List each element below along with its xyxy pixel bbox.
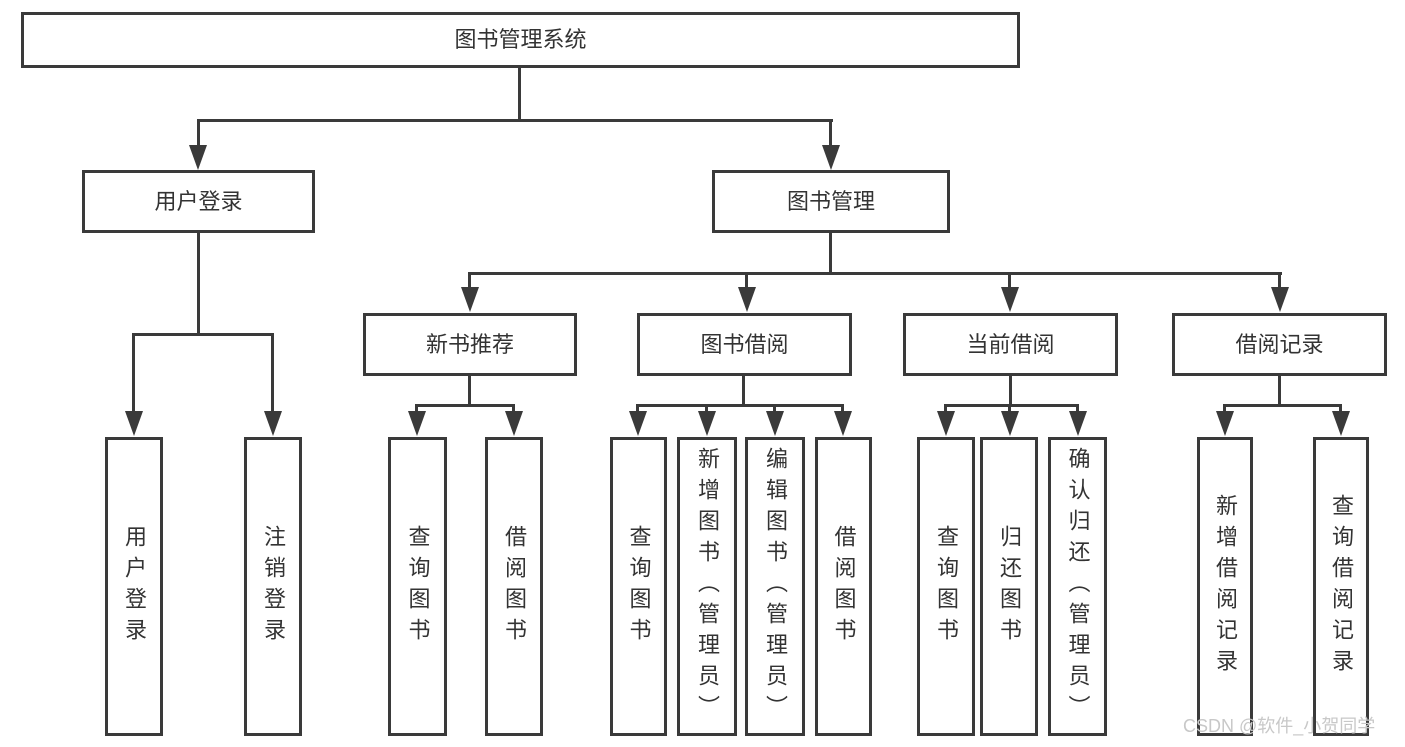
node-book-management: 图书管理 bbox=[712, 170, 950, 233]
leaf-borrow-query-book-label: 查询图书 bbox=[626, 524, 652, 649]
node-current-borrow-label: 当前借阅 bbox=[966, 331, 1055, 357]
connector-mgmt-drop bbox=[1008, 272, 1011, 289]
arrow-down-icon bbox=[629, 411, 647, 436]
leaf-add-borrow-record-label: 新增借阅记录 bbox=[1213, 493, 1238, 680]
connector-root-stem bbox=[518, 68, 521, 121]
leaf-logout-label: 注销登录 bbox=[261, 524, 286, 649]
arrow-down-icon bbox=[408, 411, 426, 436]
arrow-down-icon bbox=[1069, 411, 1087, 436]
node-new-book-recommend-label: 新书推荐 bbox=[425, 331, 514, 357]
connector-login-drop bbox=[132, 333, 135, 413]
arrow-down-icon bbox=[766, 411, 784, 436]
leaf-recommend-borrow-book: 借阅图书 bbox=[485, 437, 543, 736]
connector-current-split bbox=[944, 404, 1079, 407]
connector-records-stem bbox=[1278, 376, 1281, 407]
node-book-borrow-label: 图书借阅 bbox=[700, 331, 789, 357]
arrow-down-icon bbox=[264, 411, 282, 436]
connector-records-split bbox=[1223, 404, 1342, 407]
arrow-down-icon bbox=[189, 145, 207, 170]
arrow-down-icon bbox=[125, 411, 143, 436]
leaf-borrow-book: 借阅图书 bbox=[815, 437, 872, 736]
arrow-down-icon bbox=[834, 411, 852, 436]
leaf-return-book: 归还图书 bbox=[980, 437, 1038, 736]
leaf-borrow-book-label: 借阅图书 bbox=[831, 524, 857, 649]
arrow-down-icon bbox=[1332, 411, 1350, 436]
csdn-watermark: CSDN @软件_小贺同学 bbox=[1183, 716, 1376, 736]
leaf-query-borrow-record: 查询借阅记录 bbox=[1313, 437, 1369, 736]
arrow-down-icon bbox=[1001, 411, 1019, 436]
arrow-down-icon bbox=[937, 411, 955, 436]
leaf-recommend-borrow-book-label: 借阅图书 bbox=[502, 524, 527, 649]
node-new-book-recommend: 新书推荐 bbox=[363, 313, 577, 376]
connector-login-stem bbox=[197, 233, 200, 336]
arrow-down-icon bbox=[1216, 411, 1234, 436]
node-root-label: 图书管理系统 bbox=[454, 27, 587, 52]
leaf-borrow-query-book: 查询图书 bbox=[610, 437, 667, 736]
connector-borrow-drop bbox=[705, 404, 708, 413]
leaf-return-book-label: 归还图书 bbox=[997, 524, 1022, 649]
leaf-edit-book-admin: 编辑图书（管理员） bbox=[745, 437, 805, 736]
connector-borrow-drop bbox=[841, 404, 844, 413]
connector-mgmt-drop bbox=[745, 272, 748, 289]
arrow-down-icon bbox=[822, 145, 840, 170]
arrow-down-icon bbox=[738, 287, 756, 312]
node-user-login: 用户登录 bbox=[82, 170, 315, 233]
leaf-current-query-book-label: 查询图书 bbox=[934, 524, 959, 649]
arrow-down-icon bbox=[461, 287, 479, 312]
node-user-login-label: 用户登录 bbox=[154, 188, 243, 214]
node-current-borrow: 当前借阅 bbox=[903, 313, 1118, 376]
leaf-user-login: 用户登录 bbox=[105, 437, 163, 736]
connector-borrow-split bbox=[636, 404, 844, 407]
leaf-add-book-admin-label: 新增图书（管理员） bbox=[695, 447, 720, 726]
arrow-down-icon bbox=[505, 411, 523, 436]
leaf-logout: 注销登录 bbox=[244, 437, 302, 736]
connector-borrow-stem bbox=[742, 376, 745, 407]
connector-login-drop bbox=[271, 333, 274, 413]
leaf-user-login-label: 用户登录 bbox=[122, 524, 147, 649]
leaf-current-query-book: 查询图书 bbox=[917, 437, 975, 736]
leaf-edit-book-admin-label: 编辑图书（管理员） bbox=[763, 447, 788, 726]
leaf-query-borrow-record-label: 查询借阅记录 bbox=[1329, 493, 1354, 680]
arrow-down-icon bbox=[1001, 287, 1019, 312]
leaf-add-book-admin: 新增图书（管理员） bbox=[677, 437, 737, 736]
connector-root-split bbox=[197, 119, 833, 122]
connector-login-split bbox=[132, 333, 274, 336]
connector-recommend-split bbox=[415, 404, 515, 407]
arrow-down-icon bbox=[1271, 287, 1289, 312]
leaf-add-borrow-record: 新增借阅记录 bbox=[1197, 437, 1253, 736]
node-root: 图书管理系统 bbox=[21, 12, 1020, 68]
connector-root-left-drop bbox=[197, 119, 200, 147]
connector-mgmt-drop bbox=[1278, 272, 1281, 289]
connector-records-drop bbox=[1339, 404, 1342, 413]
arrow-down-icon bbox=[698, 411, 716, 436]
node-borrow-records: 借阅记录 bbox=[1172, 313, 1387, 376]
leaf-confirm-return-admin: 确认归还（管理员） bbox=[1048, 437, 1107, 736]
connector-mgmt-drop bbox=[468, 272, 471, 289]
connector-recommend-drop bbox=[415, 404, 418, 413]
connector-root-right-drop bbox=[829, 119, 832, 147]
leaf-confirm-return-admin-label: 确认归还（管理员） bbox=[1065, 447, 1091, 726]
connector-records-drop bbox=[1223, 404, 1226, 413]
connector-current-stem bbox=[1009, 376, 1012, 407]
connector-current-drop bbox=[1008, 404, 1011, 413]
node-book-borrow: 图书借阅 bbox=[637, 313, 852, 376]
connector-borrow-drop bbox=[636, 404, 639, 413]
leaf-recommend-query-book: 查询图书 bbox=[388, 437, 447, 736]
node-borrow-records-label: 借阅记录 bbox=[1235, 331, 1324, 357]
leaf-recommend-query-book-label: 查询图书 bbox=[405, 524, 431, 649]
connector-current-drop bbox=[1076, 404, 1079, 413]
connector-mgmt-stem bbox=[829, 233, 832, 275]
connector-recommend-stem bbox=[468, 376, 471, 407]
connector-current-drop bbox=[944, 404, 947, 413]
connector-borrow-drop bbox=[773, 404, 776, 413]
node-book-management-label: 图书管理 bbox=[786, 188, 875, 214]
connector-recommend-drop bbox=[512, 404, 515, 413]
connector-mgmt-split bbox=[468, 272, 1282, 275]
